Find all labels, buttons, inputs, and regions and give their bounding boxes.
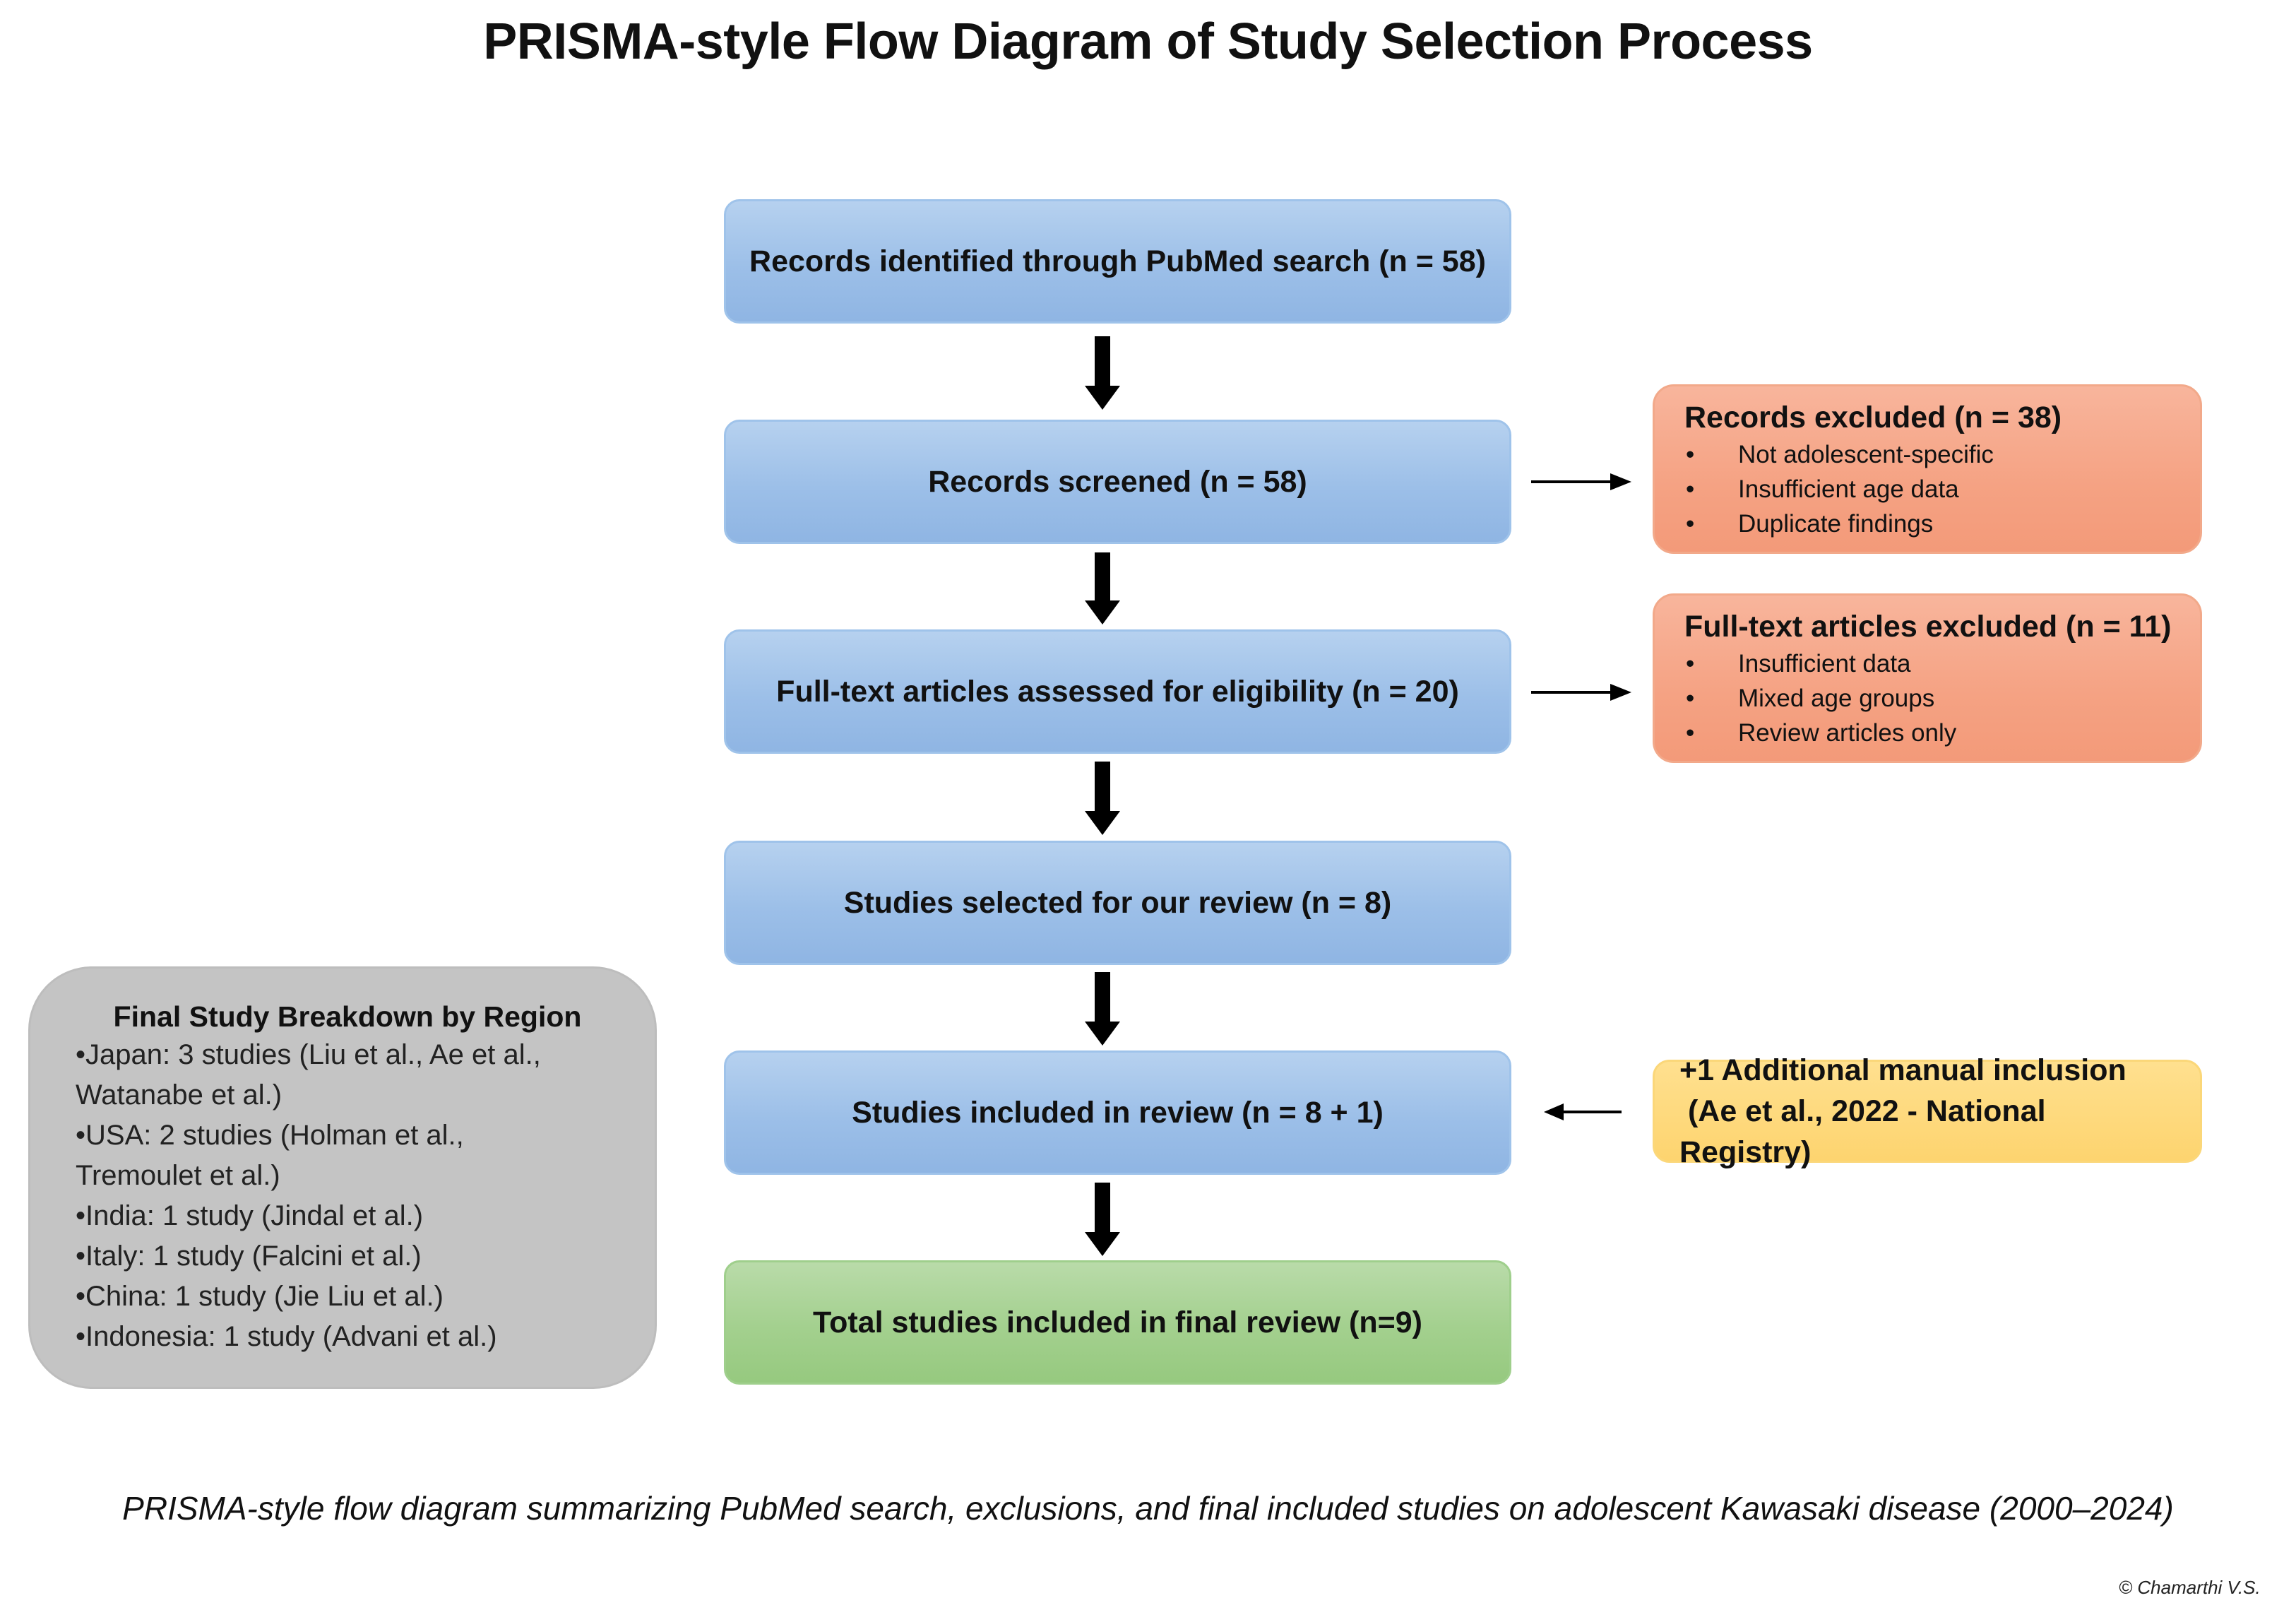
fulltext-box: Full-text articles assessed for eligibil… (724, 629, 1511, 754)
region-line: •Indonesia: 1 study (Advani et al.) (76, 1321, 497, 1352)
fulltext-label: Full-text articles assessed for eligibil… (776, 674, 1459, 709)
manual-inclusion-line2: (Ae et al., 2022 - National (1679, 1094, 2046, 1128)
exclusion-reason: Not adolescent-specific (1738, 441, 1994, 468)
region-breakdown-header: Final Study Breakdown by Region (113, 1000, 582, 1033)
down-arrow-3 (1085, 762, 1120, 835)
region-line: Watanabe et al.) (76, 1079, 282, 1111)
exclusion-reason: Mixed age groups (1738, 685, 1935, 712)
down-arrow-4 (1085, 972, 1120, 1046)
region-line: •USA: 2 studies (Holman et al., (76, 1120, 464, 1151)
list-item: • Insufficient data (1684, 646, 2200, 681)
identified-label: Records identified through PubMed search… (749, 244, 1486, 278)
records-excluded-header: Records excluded (n = 38) (1684, 401, 2062, 434)
figure-caption: PRISMA-style flow diagram summarizing Pu… (122, 1490, 2174, 1527)
selected-label: Studies selected for our review (n = 8) (843, 885, 1392, 920)
bullet: • (1686, 441, 1695, 468)
list-item: • Insufficient age data (1684, 472, 2200, 507)
included-box: Studies included in review (n = 8 + 1) (724, 1050, 1511, 1175)
manual-inclusion-line3: Registry) (1679, 1135, 1812, 1169)
identified-box: Records identified through PubMed search… (724, 199, 1511, 324)
exclusion-reason: Duplicate findings (1738, 510, 1934, 538)
exclusion-reason: Insufficient data (1738, 650, 1911, 677)
list-item: • Duplicate findings (1684, 507, 2200, 541)
bullet: • (1686, 719, 1695, 747)
manual-inclusion-box (1653, 1060, 2202, 1163)
screened-box: Records screened (n = 58) (724, 420, 1511, 544)
exclusion-reason: Insufficient age data (1738, 475, 1959, 503)
records-excluded-list: • Not adolescent-specific • Insufficient a… (1684, 437, 2200, 541)
total-box: Total studies included in final review (… (724, 1260, 1511, 1385)
right-arrow-2 (1531, 684, 1631, 701)
bullet: • (1686, 650, 1695, 677)
list-item: • Mixed age groups (1684, 681, 2200, 716)
manual-inclusion-line1: +1 Additional manual inclusion (1679, 1053, 2127, 1087)
list-item: • Not adolescent-specific (1684, 437, 2200, 472)
diagram-title: PRISMA-style Flow Diagram of Study Selec… (483, 13, 1813, 70)
region-line: •Japan: 3 studies (Liu et al., Ae et al.… (76, 1039, 541, 1070)
region-line: •China: 1 study (Jie Liu et al.) (76, 1281, 444, 1312)
selected-box: Studies selected for our review (n = 8) (724, 841, 1511, 965)
screened-label: Records screened (n = 58) (928, 464, 1307, 499)
fulltext-excluded-header: Full-text articles excluded (n = 11) (1684, 610, 2172, 644)
credit-text: © Chamarthi V.S. (2119, 1577, 2261, 1598)
right-arrow-1 (1531, 473, 1631, 490)
records-excluded-box: Records excluded (n = 38) • Not adolescen… (1653, 384, 2202, 554)
fulltext-excluded-box: Full-text articles excluded (n = 11) • In… (1653, 593, 2202, 763)
bullet: • (1686, 510, 1695, 538)
exclusion-reason: Review articles only (1738, 719, 1957, 747)
included-label: Studies included in review (n = 8 + 1) (852, 1095, 1384, 1130)
manual-inclusion-text: +1 Additional manual inclusion (Ae et al… (1679, 1050, 2216, 1173)
region-line: Tremoulet et al.) (76, 1160, 280, 1191)
left-arrow (1544, 1103, 1622, 1120)
region-line: •Italy: 1 study (Falcini et al.) (76, 1241, 422, 1272)
down-arrow-1 (1085, 336, 1120, 410)
bullet: • (1686, 685, 1695, 712)
bullet: • (1686, 475, 1695, 503)
region-line: •India: 1 study (Jindal et al.) (76, 1200, 424, 1231)
down-arrow-5 (1085, 1183, 1120, 1256)
total-label: Total studies included in final review (… (813, 1305, 1422, 1339)
region-breakdown-box: Final Study Breakdown by Region •Japan: … (28, 966, 657, 1389)
list-item: • Review articles only (1684, 716, 2200, 750)
fulltext-excluded-list: • Insufficient data • Mixed age groups • Re… (1684, 646, 2200, 750)
down-arrow-2 (1085, 552, 1120, 624)
